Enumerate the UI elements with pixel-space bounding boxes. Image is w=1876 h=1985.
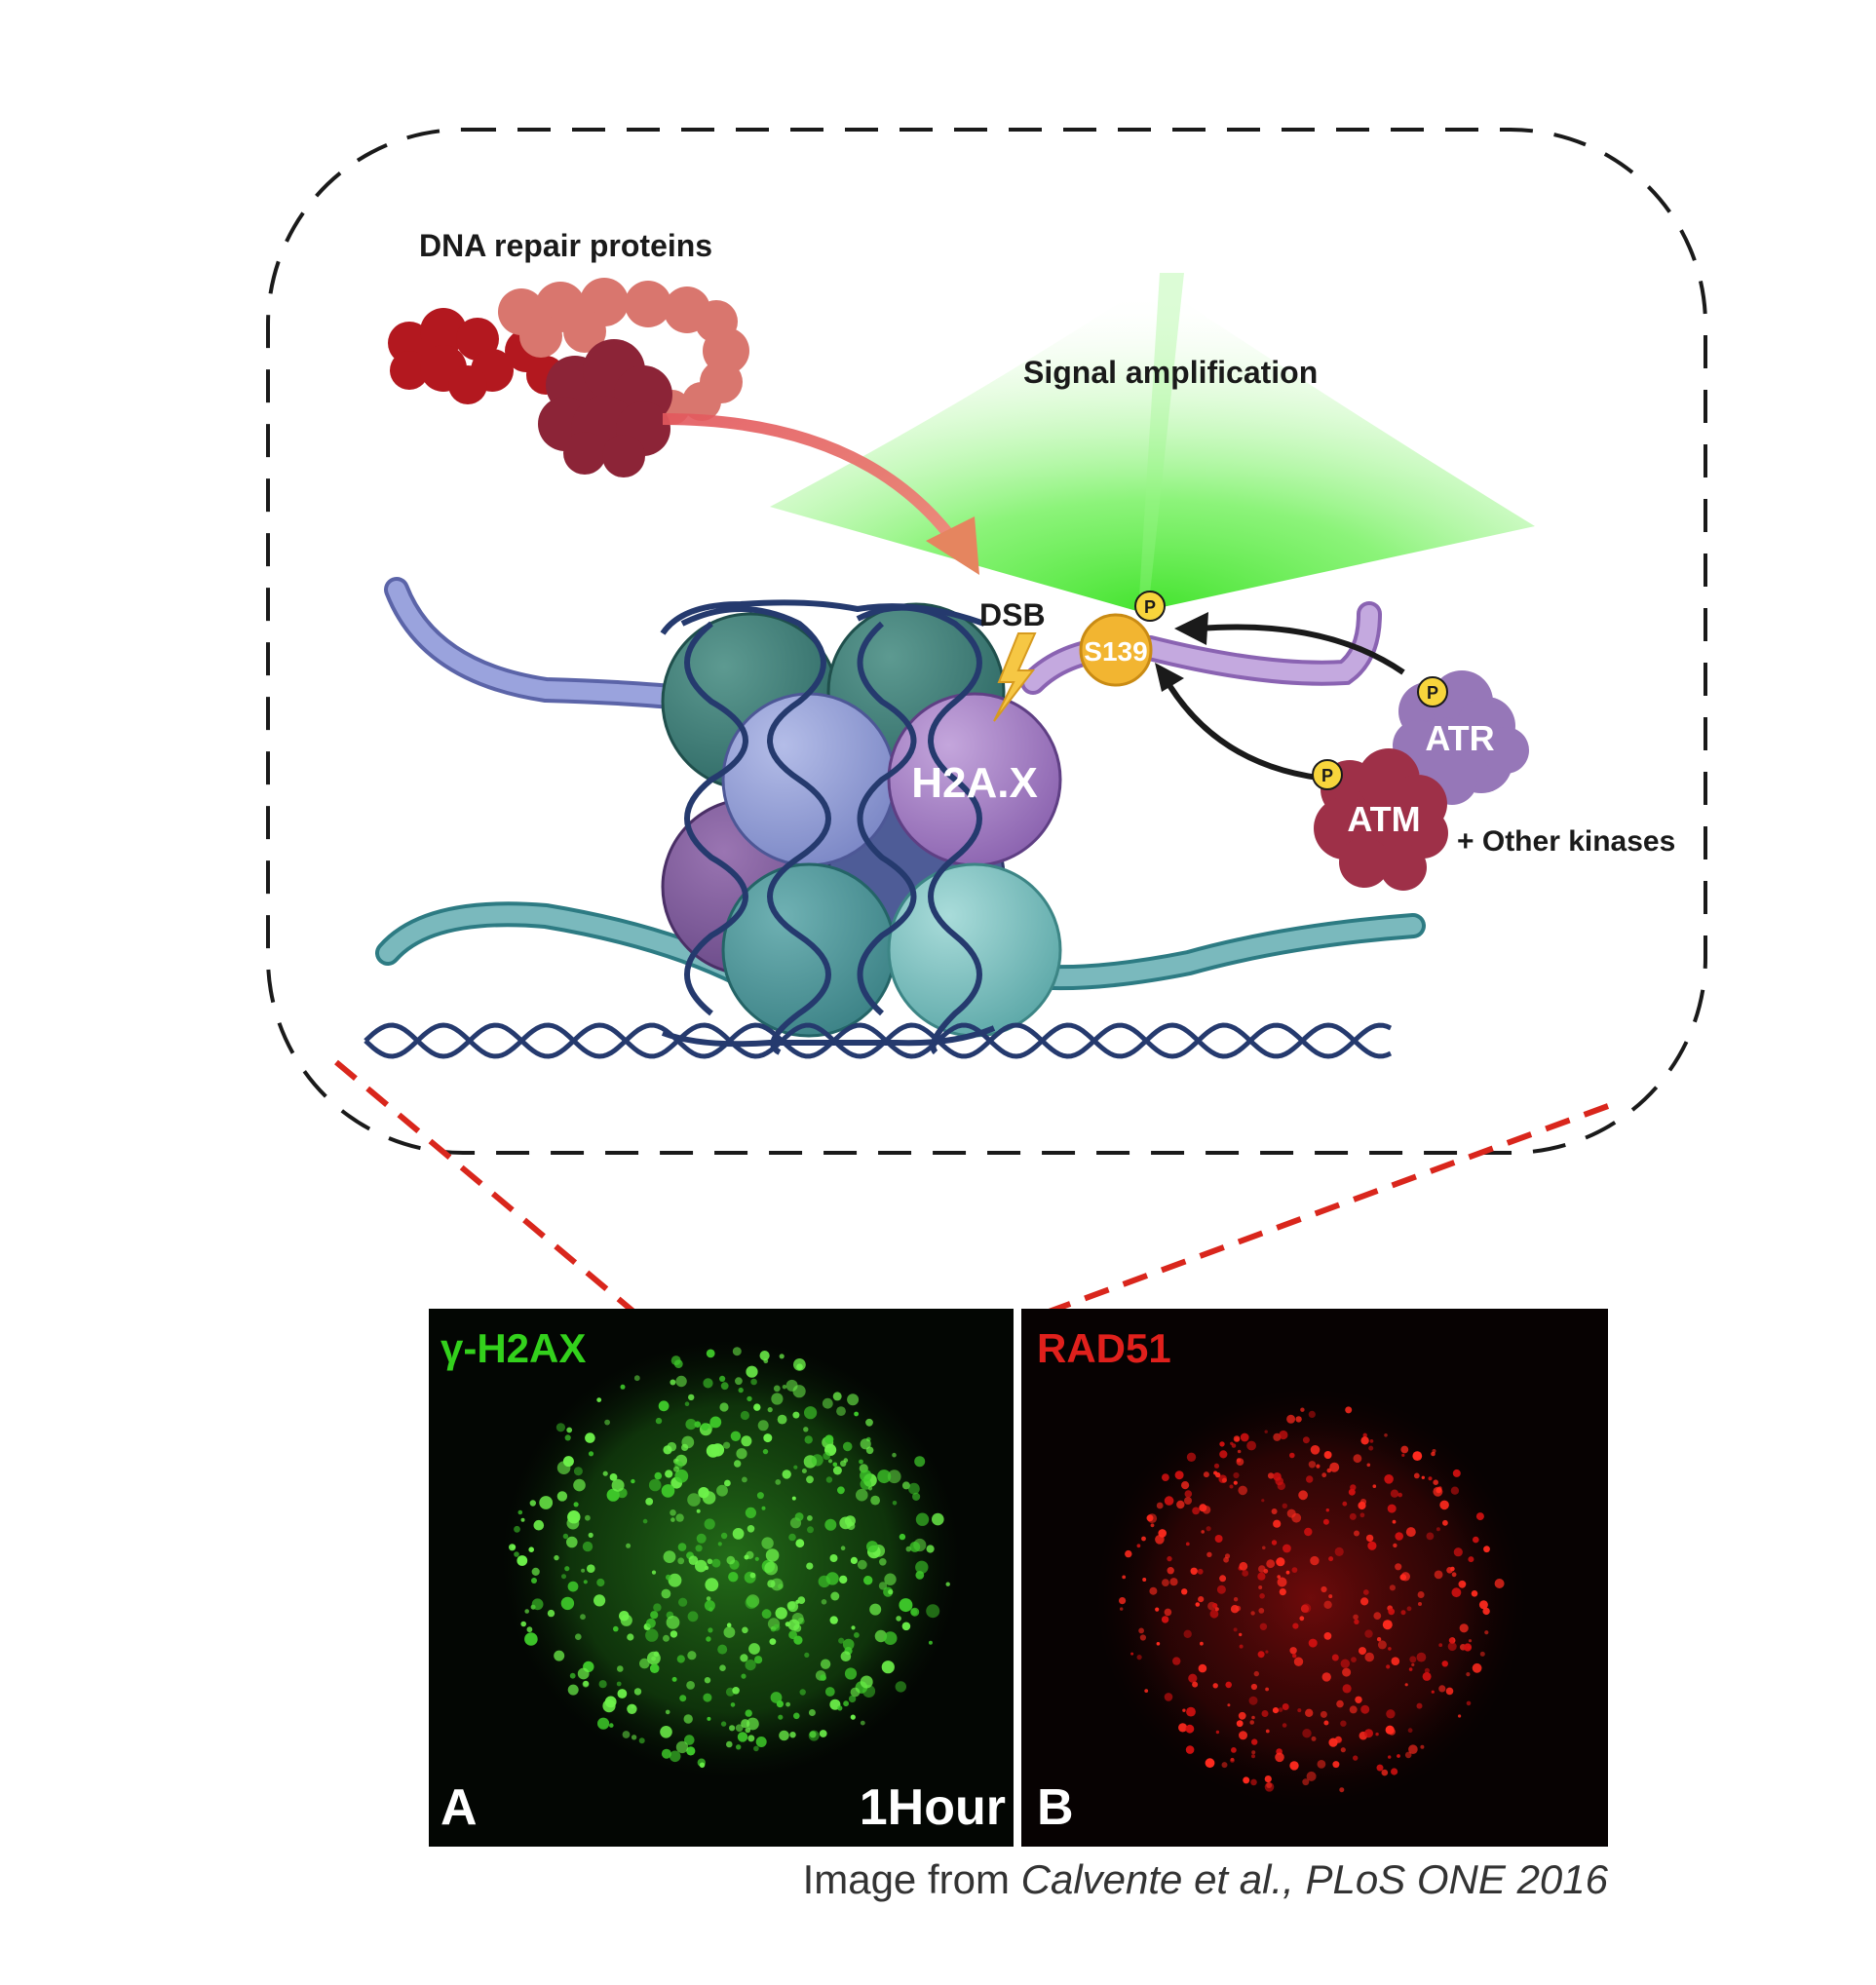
panel-a-time: 1Hour	[860, 1779, 1006, 1836]
panel-a-title: γ-H2AX	[440, 1325, 586, 1371]
s139-label: S139	[1084, 636, 1147, 667]
recruitment-arrow	[662, 413, 979, 575]
s139-phospho-label: P	[1144, 597, 1156, 617]
micrograph-panel-a	[429, 1309, 1014, 1847]
repair-proteins-label: DNA repair proteins	[419, 228, 712, 263]
s139-phospho	[1134, 591, 1166, 622]
h2ax-label: H2A.X	[911, 759, 1038, 807]
signal-glow	[770, 273, 1535, 612]
panel-b-title: RAD51	[1037, 1325, 1171, 1371]
panel-b-letter: B	[1037, 1779, 1074, 1836]
arrowhead-atr	[1174, 612, 1208, 645]
callout-dashed-frame	[266, 128, 1707, 1155]
image-credit: Image from Calvente et al., PLoS ONE 201…	[682, 1856, 1608, 1903]
micrograph-panel-b	[1021, 1309, 1608, 1847]
atr-phospho-label: P	[1427, 683, 1438, 703]
atr-phospho	[1417, 676, 1448, 707]
dsb-label: DSB	[979, 597, 1046, 632]
panel-divider	[1014, 1309, 1021, 1847]
caption-citation: Calvente et al., PLoS ONE 2016	[1020, 1856, 1608, 1902]
caption-prefix: Image from	[802, 1856, 1021, 1902]
atm-phospho-label: P	[1321, 766, 1333, 785]
dna-wrap	[660, 599, 996, 1055]
repair-proteins-cluster	[388, 278, 749, 477]
atm-phospho	[1312, 759, 1343, 790]
signal-label: Signal amplification	[1023, 355, 1318, 390]
dna-helix	[364, 1022, 1393, 1059]
lightning-bolt-icon	[993, 632, 1037, 722]
atm-kinase	[1314, 748, 1448, 891]
other-kinases-label: + Other kinases	[1457, 825, 1675, 858]
panel-a-letter: A	[440, 1779, 478, 1836]
kinase-arrows	[1162, 624, 1405, 783]
arrowhead-atm	[1155, 663, 1184, 692]
atm-label: ATM	[1347, 799, 1420, 839]
atr-label: ATR	[1425, 718, 1494, 758]
s139-site	[1079, 613, 1153, 687]
